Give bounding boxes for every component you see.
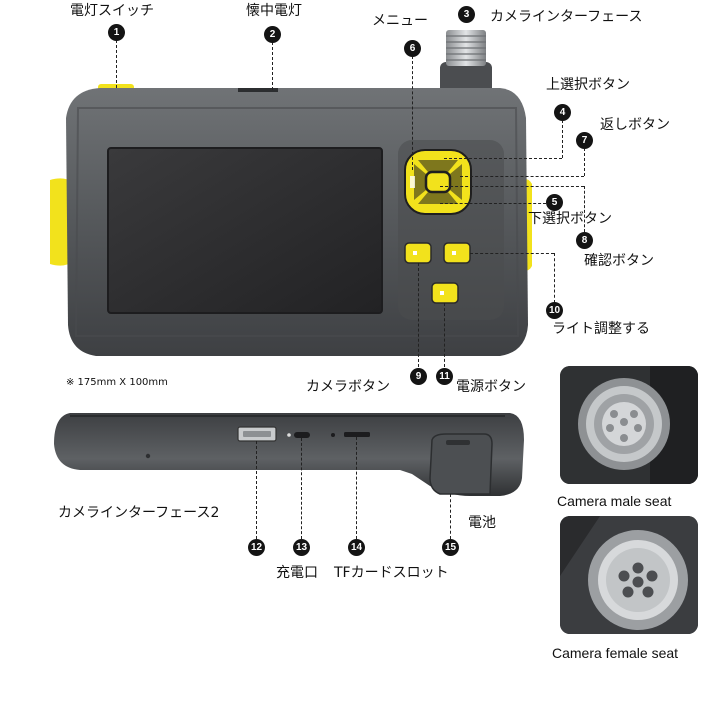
device-side-body xyxy=(54,413,524,496)
callout-badge-5: 5 xyxy=(546,194,563,211)
leader-7h xyxy=(460,176,584,177)
label-light-adjust: ライト調整する xyxy=(552,321,650,337)
label-camera-female-seat: Camera female seat xyxy=(552,645,679,661)
callout-badge-9: 9 xyxy=(410,368,427,385)
leader-15 xyxy=(450,494,451,539)
leader-1 xyxy=(116,40,117,88)
label-charging-port: 充電口 xyxy=(276,565,318,581)
label-camera-interface-2: カメラインターフェース2 xyxy=(58,505,220,521)
label-camera-button: カメラボタン xyxy=(306,379,390,395)
label-light-switch: 電灯スイッチ xyxy=(70,3,154,19)
leader-14 xyxy=(356,437,357,539)
leader-4h xyxy=(444,158,562,159)
label-camera-male-seat: Camera male seat xyxy=(557,493,672,509)
leader-7v xyxy=(584,148,585,176)
power-key xyxy=(431,282,459,304)
callout-badge-4: 4 xyxy=(554,104,571,121)
label-battery: 電池 xyxy=(468,515,496,531)
callout-badge-7: 7 xyxy=(576,132,593,149)
callout-badge-11: 11 xyxy=(436,368,453,385)
callout-badge-10: 10 xyxy=(546,302,563,319)
callout-badge-14: 14 xyxy=(348,539,365,556)
leader-2 xyxy=(272,42,273,90)
charging-port xyxy=(294,432,310,438)
leader-10h xyxy=(470,253,554,254)
tf-indicator xyxy=(331,433,335,437)
leader-10v xyxy=(554,253,555,303)
callout-badge-6: 6 xyxy=(404,40,421,57)
label-dimensions: ※ 175mm X 100mm xyxy=(66,377,168,388)
left-grip xyxy=(50,178,72,266)
leader-8v xyxy=(584,186,585,232)
leader-13 xyxy=(301,438,302,539)
callout-badge-13: 13 xyxy=(293,539,310,556)
leader-9 xyxy=(418,263,419,367)
leader-8h xyxy=(440,186,584,187)
callout-badge-12: 12 xyxy=(248,539,265,556)
camera-connector-neck xyxy=(440,62,492,96)
label-confirm: 確認ボタン xyxy=(584,253,654,269)
light-adjust-key xyxy=(443,242,471,264)
callout-badge-1: 1 xyxy=(108,24,125,41)
camera-male-seat-photo xyxy=(560,366,698,484)
label-tf-card-slot: TFカードスロット xyxy=(334,565,449,581)
callout-badge-15: 15 xyxy=(442,539,459,556)
dpad-center-ok xyxy=(424,170,452,194)
label-up-select: 上選択ボタン xyxy=(546,77,630,93)
leader-5h xyxy=(440,203,546,204)
callout-badge-3: 3 xyxy=(458,6,475,23)
camera-female-seat-photo xyxy=(560,516,698,634)
callout-badge-8: 8 xyxy=(576,232,593,249)
leader-4v xyxy=(562,120,563,158)
leader-6 xyxy=(412,56,413,170)
lcd-screen xyxy=(108,148,382,313)
callout-badge-2: 2 xyxy=(264,26,281,43)
leader-11 xyxy=(444,303,445,367)
camera-key xyxy=(404,242,432,264)
label-down-select: 下選択ボタン xyxy=(528,211,612,227)
label-flashlight: 懐中電灯 xyxy=(246,3,302,19)
battery-cover xyxy=(429,433,493,495)
label-camera-interface: カメラインターフェース xyxy=(490,9,643,25)
label-back: 返しボタン xyxy=(600,117,670,133)
label-power-button: 電源ボタン xyxy=(456,379,526,395)
tf-card-slot xyxy=(344,432,370,437)
label-menu: メニュー xyxy=(372,13,428,29)
leader-12 xyxy=(256,441,257,539)
